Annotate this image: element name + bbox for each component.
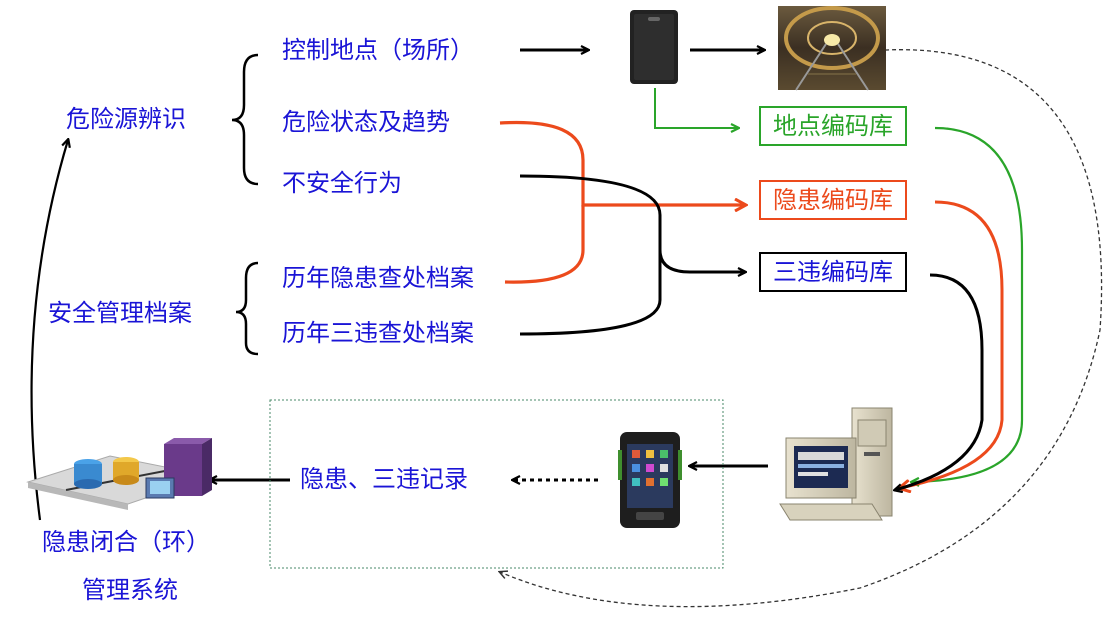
system-label-line2: 管理系统 — [82, 576, 178, 604]
arrow-location-library-to-computer — [912, 126, 1024, 482]
hazard-library-box: 隐患编码库 — [759, 180, 907, 220]
control-location-label: 控制地点（场所） — [282, 36, 474, 64]
records-label: 隐患、三违记录 — [300, 465, 468, 493]
brace-hazard — [231, 53, 259, 186]
card-reader-icon — [630, 10, 678, 84]
location-library-box: 地点编码库 — [759, 106, 907, 146]
arrow-violation-archive-merge — [519, 250, 662, 336]
dashed-feedback-loop — [500, 49, 1103, 608]
violation-archive-label: 历年三违查处档案 — [282, 319, 474, 347]
arrow-violation-library-to-computer — [895, 273, 984, 490]
system-label-line1: 隐患闭合（环） — [42, 528, 210, 556]
arrow-hazard-library-to-computer — [900, 200, 1004, 488]
safety-archive-label: 安全管理档案 — [48, 299, 192, 327]
hazard-state-label: 危险状态及趋势 — [282, 108, 450, 136]
records-dashed-box — [269, 399, 724, 569]
arrow-reader-to-location-library — [654, 88, 738, 128]
tunnel-photo-icon — [778, 6, 886, 91]
violation-library-box: 三违编码库 — [759, 252, 907, 292]
handheld-terminal-icon — [618, 432, 682, 528]
arrow-system-to-hazard-identification — [30, 140, 68, 521]
unsafe-behaviour-label: 不安全行为 — [282, 169, 402, 197]
brace-archive — [235, 261, 259, 356]
desktop-computer-icon — [779, 407, 893, 521]
hazard-identification-label: 危险源辨识 — [66, 105, 186, 133]
hazard-archive-label: 历年隐患查处档案 — [282, 264, 474, 292]
arrow-hazard-archive-merge — [504, 205, 585, 284]
arrow-state-to-hazard-library — [499, 120, 745, 205]
arrow-behaviour-to-violation-library — [519, 174, 745, 272]
database-server-icon — [26, 438, 212, 510]
